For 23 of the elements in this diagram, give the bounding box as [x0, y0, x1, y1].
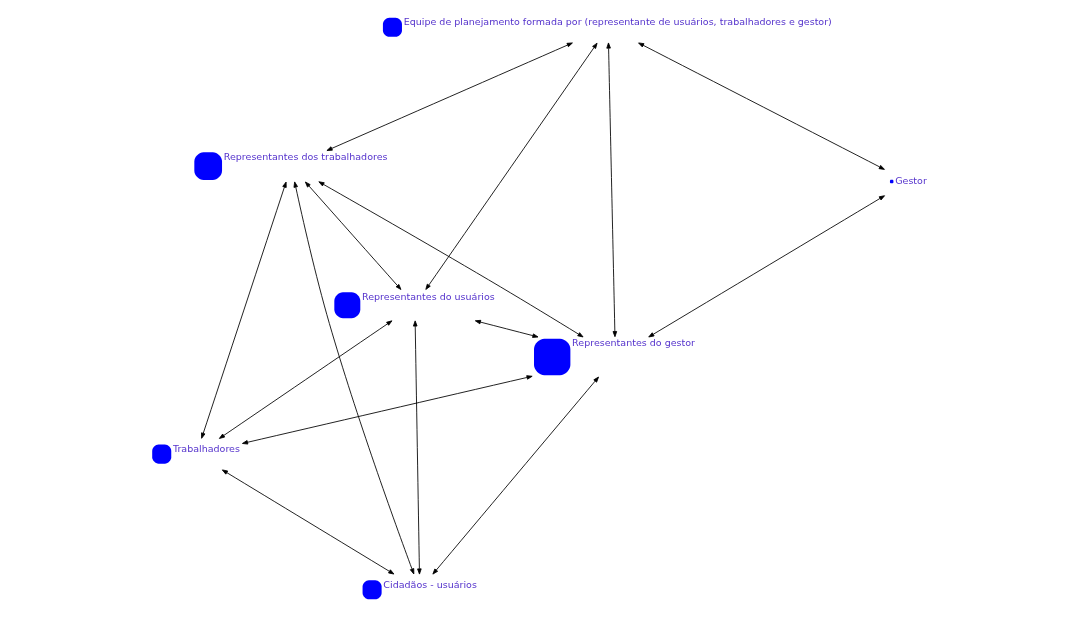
node-label: Representantes do usuários: [361, 290, 495, 302]
arrow: [326, 42, 573, 151]
arrow: [412, 320, 422, 575]
arrow: [221, 469, 394, 575]
arrow: [200, 181, 287, 439]
node-label: Cidadãos - usuários: [382, 578, 477, 590]
node-label: Equipe de planejamento formada por (representante de usuários, trabalhadores e gestor): [403, 16, 832, 28]
node-label: Representantes dos trabalhadores: [223, 150, 387, 162]
arrow: [605, 42, 617, 338]
arrow: [647, 195, 885, 338]
arrow: [304, 181, 401, 290]
arrow: [431, 376, 599, 575]
arrow: [293, 181, 414, 575]
node-label: Gestor: [894, 175, 927, 186]
arrow: [317, 181, 583, 338]
arrow: [241, 375, 533, 445]
arrow: [474, 319, 538, 338]
arrow: [424, 42, 597, 290]
node-label: Representantes do gestor: [571, 337, 695, 349]
arrow: [637, 42, 885, 170]
arrow: [218, 320, 392, 439]
node-label: Trabalhadores: [172, 443, 240, 455]
node-box: [533, 338, 570, 376]
